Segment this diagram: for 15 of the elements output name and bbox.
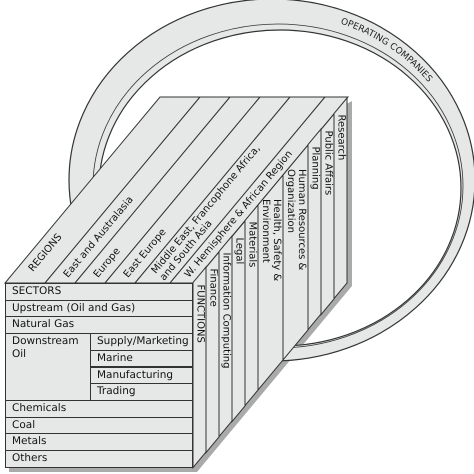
- sector-row: SECTORS: [5, 283, 193, 301]
- function-label: Legal: [233, 237, 244, 264]
- sector-row: Others: [5, 450, 193, 468]
- sector-row: Metals: [5, 433, 193, 451]
- sector-row: Chemicals: [5, 400, 193, 418]
- function-label: FUNCTIONS: [194, 284, 205, 342]
- function-label: Research: [335, 114, 346, 161]
- function-label: Finance: [207, 268, 218, 307]
- sector-row: Natural Gas: [5, 316, 193, 334]
- function-label: Planning: [309, 146, 320, 190]
- function-label: Materials: [246, 222, 257, 268]
- function-label: Public Affairs: [322, 130, 333, 196]
- sector-row: Marine: [90, 350, 193, 368]
- sector-row: Trading: [90, 383, 193, 401]
- sector-row: Downstream Oil: [5, 333, 91, 401]
